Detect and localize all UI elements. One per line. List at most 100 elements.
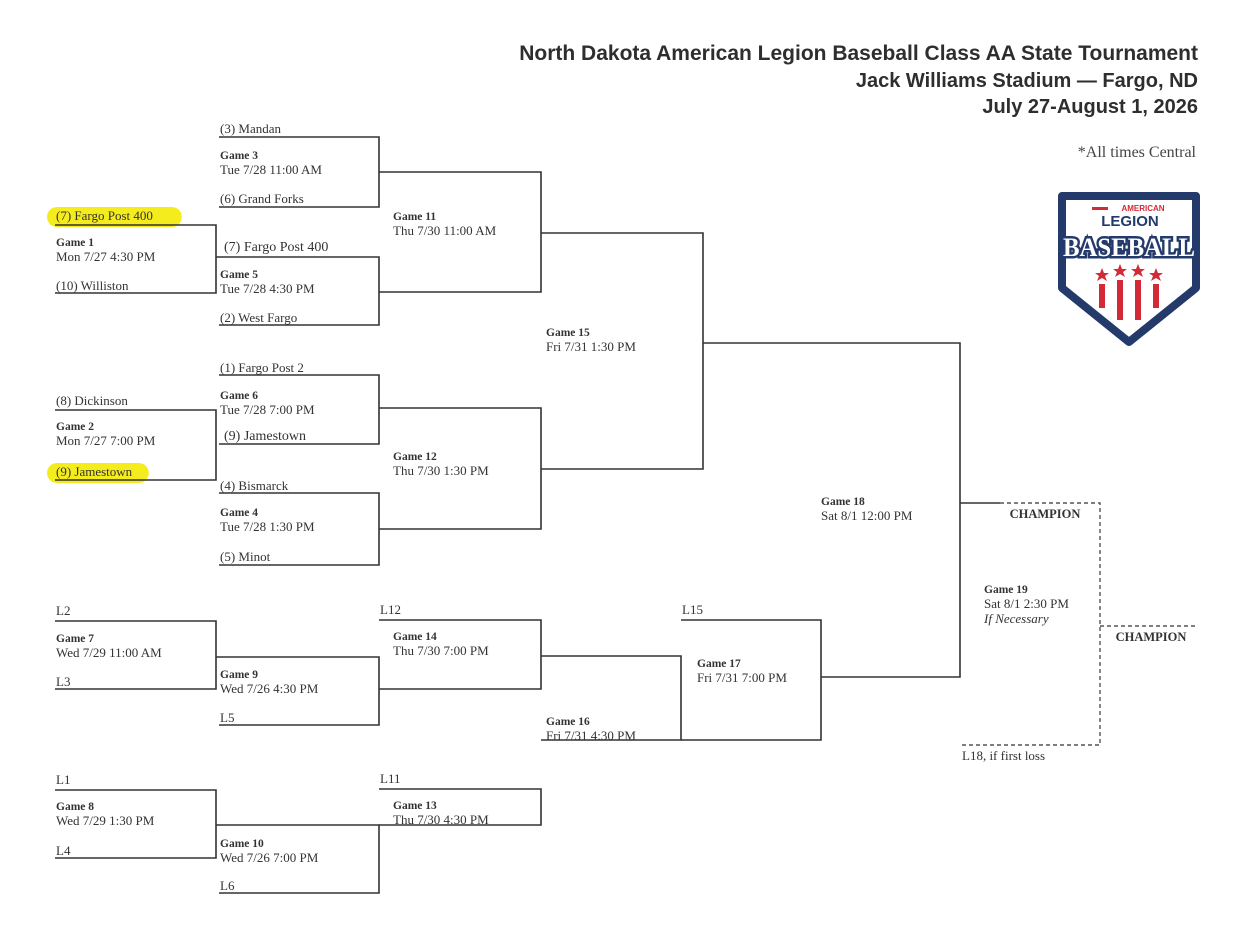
connector-14 (541, 655, 682, 741)
game-name-g5: Game 5 (220, 269, 258, 281)
logo-shield (1058, 192, 1200, 346)
team-label-l12: L12 (380, 602, 401, 617)
game-time-g2: Mon 7/27 7:00 PM (56, 433, 156, 448)
connector-4 (379, 171, 542, 293)
team-label-l1: L1 (56, 772, 70, 787)
timezone-note: *All times Central (1077, 144, 1196, 161)
game-name-g17: Game 17 (697, 658, 741, 670)
connector-15 (681, 619, 822, 741)
game-time-g3: Tue 7/28 11:00 AM (220, 162, 322, 177)
team-label-l18: L18, if first loss (962, 748, 1045, 763)
team-label-l2: L2 (56, 603, 70, 618)
connector-13 (379, 619, 542, 690)
logo-stripe-3 (1135, 280, 1141, 320)
logo-legion-text: LEGION (1101, 213, 1159, 230)
connector-2 (55, 224, 217, 294)
game-name-g2: Game 2 (56, 421, 94, 433)
bracket-dashed-lines (962, 502, 1198, 746)
game-time-g6: Tue 7/28 7:00 PM (220, 402, 315, 417)
connector-16 (55, 789, 217, 859)
game-name-g14: Game 14 (393, 631, 437, 643)
team-label-l3: L3 (56, 674, 70, 689)
logo-stripe-2 (1117, 280, 1123, 320)
game-note-g19: If Necessary (983, 611, 1049, 626)
logo-stars (1095, 264, 1163, 281)
tournament-title: North Dakota American Legion Baseball Cl… (519, 42, 1198, 65)
game-time-g4: Tue 7/28 1:30 PM (220, 519, 315, 534)
team-label-grand_forks: (6) Grand Forks (220, 191, 304, 206)
team-label-minot: (5) Minot (220, 549, 271, 564)
logo-baseball-text: BASEBALL (1063, 233, 1195, 262)
game-name-g3: Game 3 (220, 150, 258, 162)
team-label-fargo_post_400_g1: (7) Fargo Post 400 (56, 208, 153, 223)
game-name-g11: Game 11 (393, 211, 436, 223)
tournament-dates: July 27-August 1, 2026 (982, 96, 1198, 118)
connector-3 (216, 256, 380, 326)
connector-dashed-1 (962, 502, 1101, 746)
game-name-g6: Game 6 (220, 390, 258, 402)
game-time-g16: Fri 7/31 4:30 PM (546, 728, 636, 743)
logo-stripe-4 (1153, 284, 1159, 308)
game-name-g4: Game 4 (220, 507, 258, 519)
game-time-g14: Thu 7/30 7:00 PM (393, 643, 489, 658)
game-time-g10: Wed 7/26 7:00 PM (220, 850, 319, 865)
game-name-g16: Game 16 (546, 716, 590, 728)
connector-6 (55, 409, 217, 481)
team-label-fargo_post_400_g5: (7) Fargo Post 400 (224, 240, 328, 255)
bracket-labels: (3) Mandan (6) Grand Forks (7) Fargo Post … (56, 121, 1186, 893)
team-label-williston: (10) Williston (56, 278, 129, 293)
logo-star-2 (1113, 264, 1127, 277)
american-legion-baseball-logo: AMERICAN LEGION BASEBALL (1058, 192, 1200, 346)
game-name-g7: Game 7 (56, 633, 94, 645)
game-time-g17: Fri 7/31 7:00 PM (697, 670, 787, 685)
team-label-jamestown_g2: (9) Jamestown (56, 464, 133, 479)
game-name-g13: Game 13 (393, 800, 437, 812)
highlight-fargo_post_400_g1 (47, 207, 182, 227)
team-label-l11: L11 (380, 771, 400, 786)
logo-star-3 (1131, 264, 1145, 277)
connector-5 (219, 374, 380, 445)
game-name-g9: Game 9 (220, 669, 258, 681)
logo-stripe-1 (1099, 284, 1105, 308)
game-name-g1: Game 1 (56, 237, 94, 249)
connector-18 (379, 788, 542, 826)
game-name-g18: Game 18 (821, 496, 865, 508)
game-time-g18: Sat 8/1 12:00 PM (821, 508, 913, 523)
team-label-dickinson: (8) Dickinson (56, 393, 128, 408)
team-label-l5: L5 (220, 710, 234, 725)
game-name-g8: Game 8 (56, 801, 94, 813)
logo-star-4 (1149, 268, 1163, 281)
team-label-l4: L4 (56, 843, 71, 858)
team-label-west_fargo: (2) West Fargo (220, 310, 297, 325)
logo-flag-mark (1092, 207, 1108, 210)
game-time-g9: Wed 7/26 4:30 PM (220, 681, 319, 696)
logo-american-text: AMERICAN (1121, 204, 1164, 213)
game-time-g19: Sat 8/1 2:30 PM (984, 596, 1069, 611)
connector-17 (216, 824, 380, 894)
game-time-g12: Thu 7/30 1:30 PM (393, 463, 489, 478)
team-label-jamestown_g6: (9) Jamestown (224, 429, 306, 444)
game-name-g12: Game 12 (393, 451, 437, 463)
highlights (47, 207, 182, 483)
game-name-g10: Game 10 (220, 838, 264, 850)
champion-label-champion_2: CHAMPION (1116, 630, 1187, 644)
logo-stripes (1099, 280, 1159, 320)
game-time-g5: Tue 7/28 4:30 PM (220, 281, 315, 296)
highlight-jamestown_g2 (47, 463, 149, 483)
team-label-mandan: (3) Mandan (220, 121, 282, 136)
game-name-g15: Game 15 (546, 327, 590, 339)
team-label-bismarck: (4) Bismarck (220, 478, 289, 493)
game-time-g7: Wed 7/29 11:00 AM (56, 645, 162, 660)
champion-label-champion_1: CHAMPION (1010, 507, 1081, 521)
game-time-g13: Thu 7/30 4:30 PM (393, 812, 489, 827)
connector-12 (216, 656, 380, 726)
team-label-fargo_post_2: (1) Fargo Post 2 (220, 360, 304, 375)
connector-9 (541, 232, 704, 470)
game-time-g8: Wed 7/29 1:30 PM (56, 813, 155, 828)
connector-11 (55, 620, 217, 690)
game-time-g11: Thu 7/30 11:00 AM (393, 223, 497, 238)
tournament-venue: Jack Williams Stadium — Fargo, ND (855, 70, 1198, 92)
game-time-g1: Mon 7/27 4:30 PM (56, 249, 156, 264)
game-time-g15: Fri 7/31 1:30 PM (546, 339, 636, 354)
